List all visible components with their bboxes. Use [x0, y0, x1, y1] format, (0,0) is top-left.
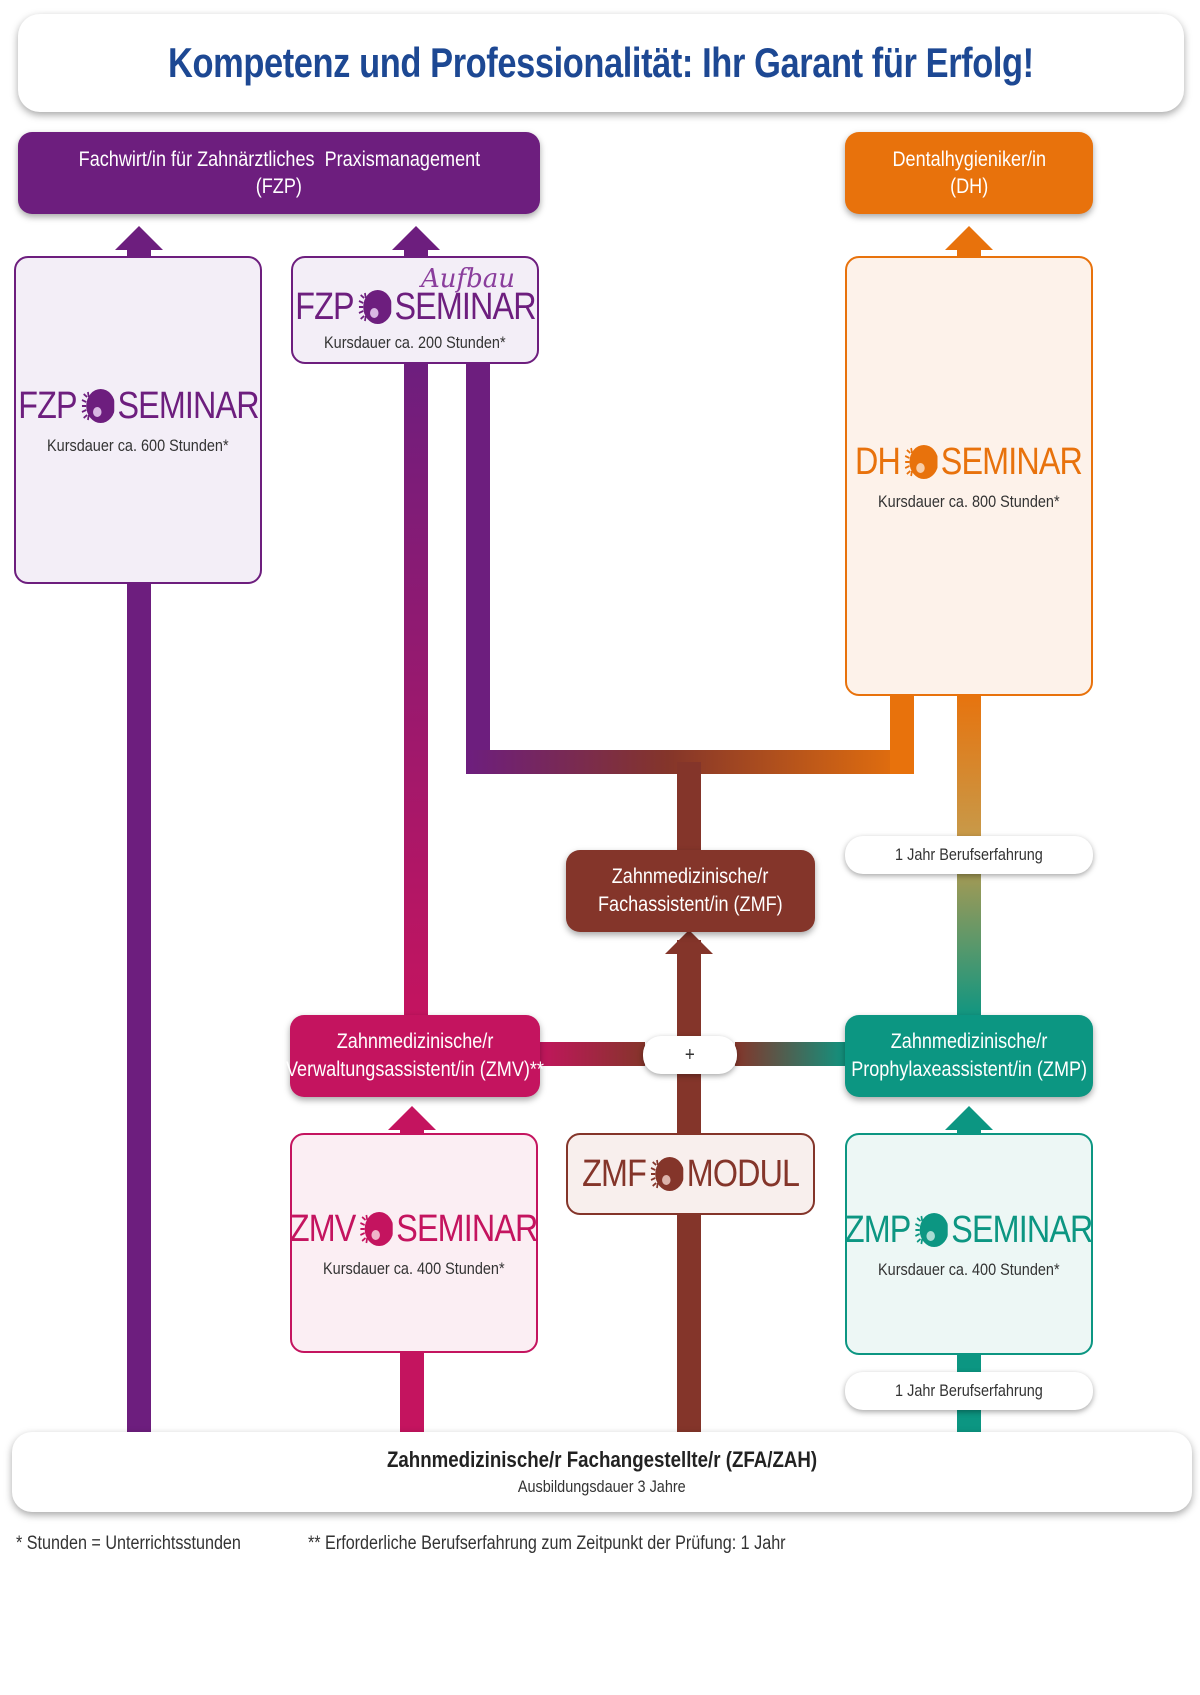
- seminar-zmp-brand: ZMP SEMINAR: [845, 1208, 1094, 1252]
- arrow-up-dh: [945, 226, 993, 258]
- line-plus-left: [535, 1042, 645, 1066]
- seminar-zmv-prefix: ZMV: [290, 1207, 356, 1250]
- plus-label: +: [685, 1043, 695, 1066]
- role-zmv-line1: Zahnmedizinische/r: [336, 1030, 494, 1053]
- seminar-fzp: FZP SEMINAR Kursdauer ca. 600 Stunden*: [14, 256, 262, 584]
- title-banner: Kompetenz und Professionalität: Ihr Gara…: [18, 14, 1184, 112]
- target-fzp-line2: (FZP): [255, 175, 303, 198]
- line-dh-branch: [890, 690, 914, 774]
- footnote-hours: * Stunden = Unterrichtsstunden: [16, 1533, 241, 1554]
- seminar-zmf-modul-word: MODUL: [686, 1152, 800, 1195]
- page-title: Kompetenz und Professionalität: Ihr Gara…: [168, 39, 1034, 86]
- seminar-zmv-duration: Kursdauer ca. 400 Stunden*: [323, 1258, 505, 1278]
- seminar-zmp: ZMP SEMINAR Kursdauer ca. 400 Stunden*: [845, 1133, 1094, 1355]
- line-zmf-up: [677, 762, 701, 854]
- role-zmf: Zahnmedizinische/r Fachassistent/in (ZMF…: [566, 850, 815, 932]
- target-dh-line2: (DH): [949, 175, 989, 198]
- seminar-zmf-modul-prefix: ZMF: [581, 1152, 647, 1195]
- target-dh: Dentalhygieniker/in (DH): [845, 132, 1093, 214]
- arrow-up-fzp-aufbau: [392, 226, 440, 258]
- base-zfa: Zahnmedizinische/r Fachangestellte/r (ZF…: [12, 1432, 1192, 1512]
- target-dh-line1: Dentalhygieniker/in: [892, 148, 1046, 171]
- plus-pill: +: [643, 1036, 737, 1074]
- target-fzp-line1: Fachwirt/in für Zahnärztliches Praxisman…: [78, 148, 480, 171]
- seminar-zmp-word: SEMINAR: [951, 1208, 1094, 1251]
- seminar-fzp-brand: FZP SEMINAR: [17, 384, 259, 428]
- experience-upper-label: 1 Jahr Berufserfahrung: [895, 845, 1043, 864]
- role-zmp-line2: Prophylaxeassistent/in (ZMP): [851, 1058, 1087, 1081]
- seminar-dh: DH SEMINAR Kursdauer ca. 800 Stunden*: [845, 256, 1093, 696]
- seminar-fzp-aufbau-word: SEMINAR: [394, 285, 536, 328]
- tooth-logo-icon: [81, 389, 114, 423]
- tooth-logo-icon: [905, 445, 938, 479]
- role-zmp-line1: Zahnmedizinische/r: [890, 1030, 1048, 1053]
- base-subtitle: Ausbildungsdauer 3 Jahre: [518, 1477, 686, 1496]
- seminar-dh-prefix: DH: [855, 440, 902, 483]
- seminar-zmf-modul-brand: ZMF MODUL: [581, 1152, 800, 1196]
- seminar-fzp-aufbau: Aufbau FZP SEMINAR Kursdauer ca. 200 Stu…: [291, 256, 539, 364]
- seminar-zmv-brand: ZMV SEMINAR: [290, 1207, 539, 1251]
- line-zfa-to-zmv: [400, 1350, 424, 1435]
- line-plus-right: [735, 1042, 850, 1066]
- arrow-up-fzp: [115, 226, 163, 258]
- experience-pill-upper: 1 Jahr Berufserfahrung: [845, 836, 1093, 874]
- seminar-fzp-aufbau-prefix: FZP: [294, 285, 354, 328]
- role-zmv-line2: Verwaltungsassistent/in (ZMV)**: [286, 1058, 544, 1081]
- line-fzp-aufbau-branch: [466, 360, 490, 774]
- seminar-dh-brand: DH SEMINAR: [855, 440, 1084, 484]
- line-zfa-to-zmf-modul: [677, 1210, 701, 1435]
- arrow-up-zmv: [388, 1106, 436, 1138]
- target-fzp: Fachwirt/in für Zahnärztliches Praxisman…: [18, 132, 540, 214]
- seminar-fzp-aufbau-brand: FZP SEMINAR: [294, 285, 536, 329]
- role-zmv: Zahnmedizinische/r Verwaltungsassistent/…: [286, 1015, 544, 1097]
- tooth-logo-icon: [915, 1213, 949, 1247]
- footnote-experience: ** Erforderliche Berufserfahrung zum Zei…: [308, 1533, 786, 1554]
- seminar-fzp-aufbau-script: Aufbau: [420, 264, 515, 294]
- base-title: Zahnmedizinische/r Fachangestellte/r (ZF…: [386, 1447, 818, 1472]
- seminar-fzp-aufbau-duration: Kursdauer ca. 200 Stunden*: [324, 332, 506, 352]
- seminar-zmp-prefix: ZMP: [845, 1208, 911, 1251]
- seminar-dh-word: SEMINAR: [941, 440, 1083, 483]
- seminar-zmv-word: SEMINAR: [396, 1207, 539, 1250]
- tooth-logo-icon: [360, 1212, 394, 1246]
- arrow-up-zmf: [665, 930, 713, 962]
- role-zmp: Zahnmedizinische/r Prophylaxeassistent/i…: [845, 1015, 1093, 1097]
- arrow-up-zmp: [945, 1106, 993, 1138]
- seminar-zmf-modul: ZMF MODUL: [566, 1133, 815, 1215]
- line-zfa-to-fzp: [127, 580, 151, 1435]
- role-zmf-line1: Zahnmedizinische/r: [612, 865, 769, 888]
- seminar-dh-duration: Kursdauer ca. 800 Stunden*: [878, 491, 1060, 511]
- seminar-fzp-word: SEMINAR: [117, 384, 259, 427]
- tooth-logo-icon: [358, 290, 391, 324]
- seminar-fzp-duration: Kursdauer ca. 600 Stunden*: [47, 435, 229, 455]
- seminar-zmp-duration: Kursdauer ca. 400 Stunden*: [878, 1259, 1060, 1279]
- seminar-fzp-prefix: FZP: [17, 384, 77, 427]
- role-zmf-line2: Fachassistent/in (ZMF): [598, 893, 783, 916]
- experience-lower-label: 1 Jahr Berufserfahrung: [895, 1381, 1043, 1400]
- line-zmv-to-fzp-aufbau: [404, 360, 428, 1020]
- tooth-logo-icon: [650, 1157, 684, 1191]
- experience-pill-lower: 1 Jahr Berufserfahrung: [845, 1372, 1093, 1410]
- seminar-zmv: ZMV SEMINAR Kursdauer ca. 400 Stunden*: [290, 1133, 539, 1353]
